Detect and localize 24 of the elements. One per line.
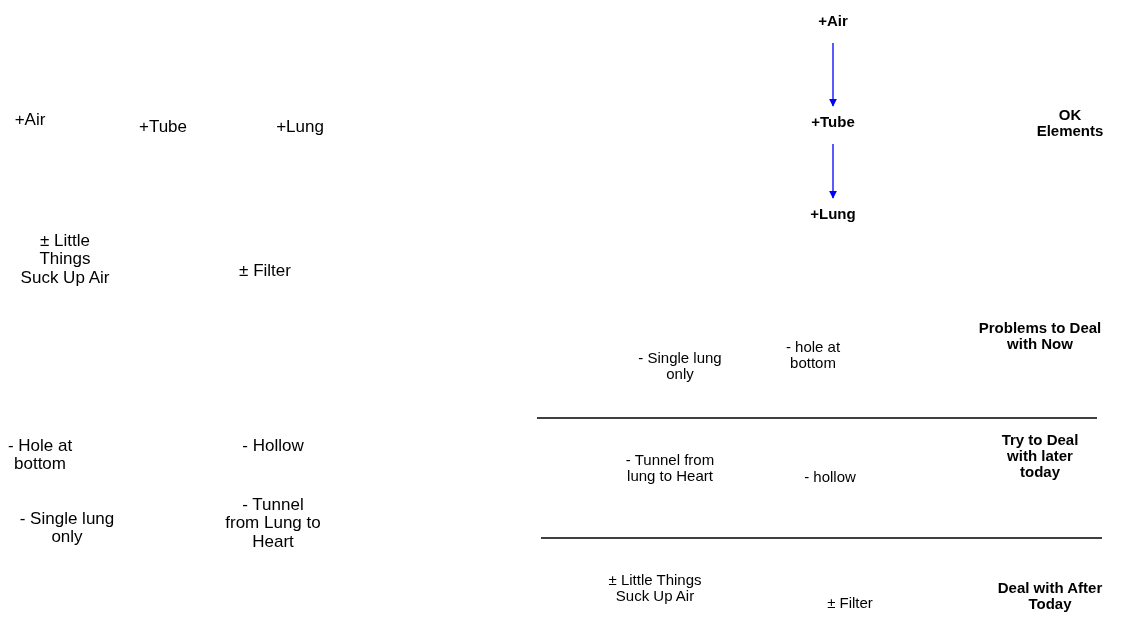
item-label: - Hollow xyxy=(241,437,305,456)
item-label: - hollow xyxy=(803,469,857,486)
item-label: ± Filter xyxy=(826,595,874,612)
item-label: - hole at bottom xyxy=(784,339,842,372)
category-heading: Problems to Deal with Now xyxy=(977,320,1103,353)
node-label: +Air xyxy=(803,13,863,30)
arrow xyxy=(829,143,837,199)
item-label: - Single lung only xyxy=(637,350,723,383)
item-label: - Tunnel from Lung to Heart xyxy=(224,496,322,552)
category-heading: Try to Deal with later today xyxy=(1000,432,1080,481)
item-label: - Single lung only xyxy=(18,510,116,547)
item-label: ± Little Things Suck Up Air xyxy=(607,572,703,605)
item-label: +Tube xyxy=(137,118,188,137)
item-label: +Air xyxy=(13,111,47,130)
item-label: ± Little Things Suck Up Air xyxy=(20,232,110,288)
category-heading: Deal with After Today xyxy=(996,580,1104,613)
arrow xyxy=(829,42,837,107)
node-label: +Lung xyxy=(798,206,868,223)
item-label: - Tunnel from lung to Heart xyxy=(625,452,715,485)
item-label: ± Filter xyxy=(238,262,292,281)
item-label: - Hole at bottom xyxy=(6,437,74,474)
node-label: +Tube xyxy=(798,114,868,131)
item-label: +Lung xyxy=(275,118,325,137)
category-heading: OK Elements xyxy=(1035,107,1105,140)
